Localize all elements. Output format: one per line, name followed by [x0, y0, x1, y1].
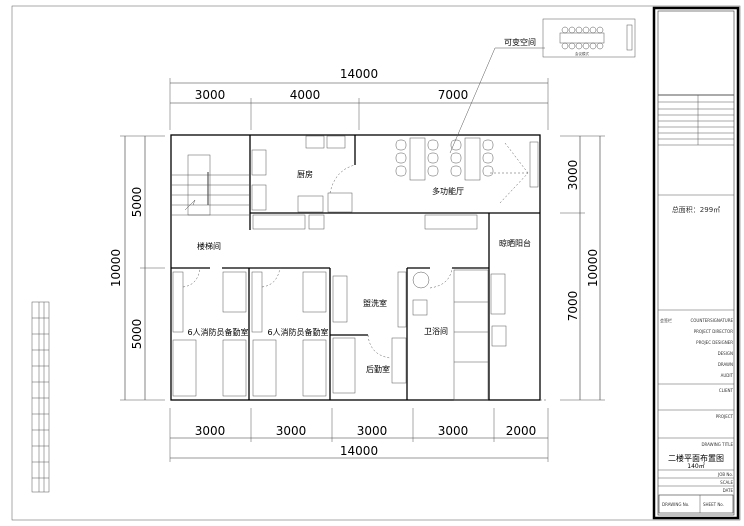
bottom-dim: 3000	[438, 424, 469, 438]
corridor-cabinets	[252, 214, 478, 230]
top-dim: 4000	[290, 88, 321, 102]
revision-strip	[31, 301, 50, 493]
svg-text:AUDIT: AUDIT	[721, 373, 734, 378]
hall-tables	[395, 137, 539, 204]
svg-text:DRAWING TITLE: DRAWING TITLE	[701, 442, 733, 447]
title-block: 总面积：299㎡ 会签栏 COUNTERSIGNATURE PROJECT DI…	[652, 6, 740, 520]
room-label-stair: 楼梯间	[197, 241, 221, 251]
bottom-total-dim: 14000	[340, 444, 378, 458]
svg-text:CLIENT: CLIENT	[719, 388, 734, 393]
svg-text:10000: 10000	[109, 249, 123, 287]
room-label-balcony: 晾晒阳台	[499, 238, 531, 248]
sheet-frame	[11, 5, 741, 521]
bottom-dim: 2000	[506, 424, 537, 438]
svg-text:DATE: DATE	[723, 488, 734, 493]
bottom-dim: 3000	[195, 424, 226, 438]
kitchen-fixtures	[251, 135, 356, 213]
top-dim: 7000	[438, 88, 469, 102]
svg-text:JOB No.: JOB No.	[717, 472, 733, 477]
svg-text:PROJECT DIRECTOR: PROJECT DIRECTOR	[694, 329, 734, 334]
svg-text:COUNTERSIGNATURE: COUNTERSIGNATURE	[690, 318, 733, 323]
top-total-dim: 14000	[340, 67, 378, 81]
room-label-hall: 多功能厅	[432, 186, 464, 196]
total-area: 总面积：299㎡	[672, 205, 720, 214]
inset-label: 会议模式	[575, 51, 589, 56]
svg-text:PROJEC DESIGNER: PROJEC DESIGNER	[696, 340, 733, 345]
svg-text:PROJECT: PROJECT	[716, 414, 734, 419]
right-dimensions: 3000 7000 10000	[560, 135, 605, 401]
svg-text:会签栏: 会签栏	[660, 317, 672, 323]
svg-text:可变空间: 可变空间	[504, 37, 536, 47]
dorm-fixtures	[172, 267, 507, 401]
room-labels: 楼梯间 厨房 多功能厅 晾晒阳台 6人消防员备勤室 6人消防员备勤室 盥洗室 后…	[187, 169, 531, 374]
drawing-area: 140㎡	[687, 462, 704, 470]
svg-text:SCALE: SCALE	[720, 480, 733, 485]
left-dimensions: 10000 5000 5000	[109, 135, 165, 401]
svg-text:5000: 5000	[130, 187, 144, 218]
svg-text:DESIGN: DESIGN	[718, 351, 733, 356]
top-dimensions: 14000 3000 4000 7000	[169, 67, 549, 130]
bottom-dimensions: 3000 3000 3000 3000 2000 14000	[169, 408, 549, 462]
svg-text:DRAWING No.: DRAWING No.	[662, 502, 689, 507]
svg-text:7000: 7000	[566, 291, 580, 322]
room-label-bath: 卫浴间	[424, 326, 448, 336]
svg-text:SHEET No.: SHEET No.	[703, 502, 724, 507]
walls	[170, 134, 548, 401]
svg-text:3000: 3000	[566, 160, 580, 191]
room-label-dorm-1: 6人消防员备勤室	[187, 327, 248, 337]
room-label-dorm-2: 6人消防员备勤室	[267, 327, 328, 337]
room-label-laundry: 盥洗室	[363, 298, 387, 308]
top-dim: 3000	[195, 88, 226, 102]
staircase	[171, 154, 250, 216]
variable-space-callout: 可变空间 会议模式	[449, 18, 636, 154]
room-label-kitchen: 厨房	[297, 169, 313, 179]
bottom-dim: 3000	[357, 424, 388, 438]
room-label-service: 后勤室	[366, 364, 390, 374]
drawing-title: 二楼平面布置图	[668, 453, 724, 463]
svg-text:10000: 10000	[586, 249, 600, 287]
bottom-dim: 3000	[276, 424, 307, 438]
svg-text:5000: 5000	[130, 319, 144, 350]
svg-text:DRAWN: DRAWN	[718, 362, 733, 367]
